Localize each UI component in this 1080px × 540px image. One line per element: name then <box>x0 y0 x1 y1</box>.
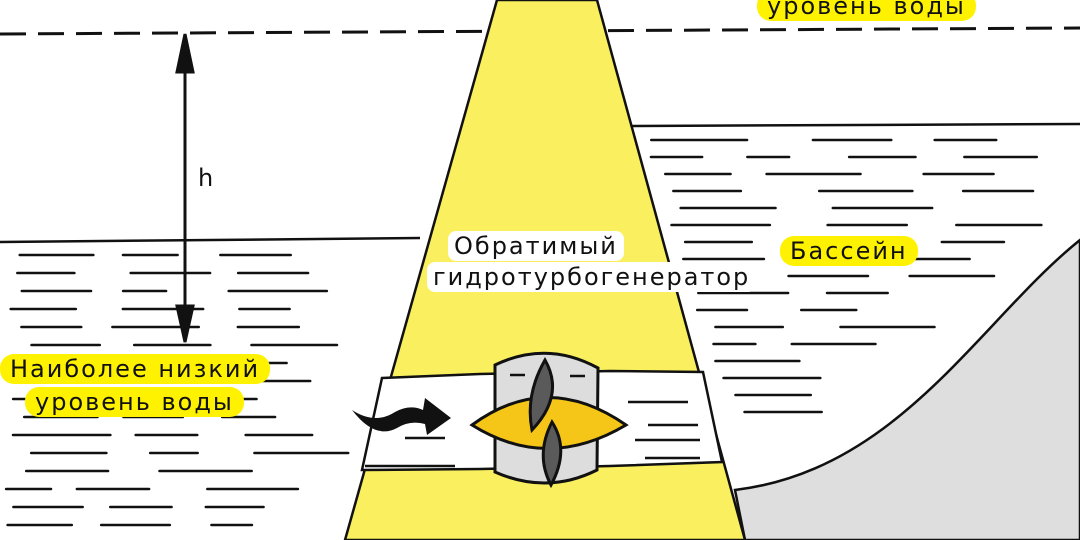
turbine-blade-dark-bottom <box>541 419 563 489</box>
lowest-level-label-line2: уровень воды <box>25 387 244 417</box>
turbine-blade-dark-top <box>528 356 555 434</box>
turbine-label-line2: гидротурбогенератор <box>427 262 757 292</box>
height-label: h <box>198 164 216 192</box>
basin-label: Бассейн <box>780 236 918 266</box>
lower-water-surface <box>0 236 421 244</box>
lowest-level-label-line1: Наиболее низкий <box>0 354 271 384</box>
channel-water-lines <box>365 400 700 468</box>
basin-surface <box>624 122 1080 128</box>
turbine-label-line1: Обратимый <box>448 231 624 261</box>
flow-arrow-icon <box>352 398 451 435</box>
upper-water-level-label: уровень воды <box>757 0 976 21</box>
turbine-blade-yellow <box>469 396 629 450</box>
height-arrow-icon <box>175 33 195 343</box>
hill <box>733 238 1080 540</box>
